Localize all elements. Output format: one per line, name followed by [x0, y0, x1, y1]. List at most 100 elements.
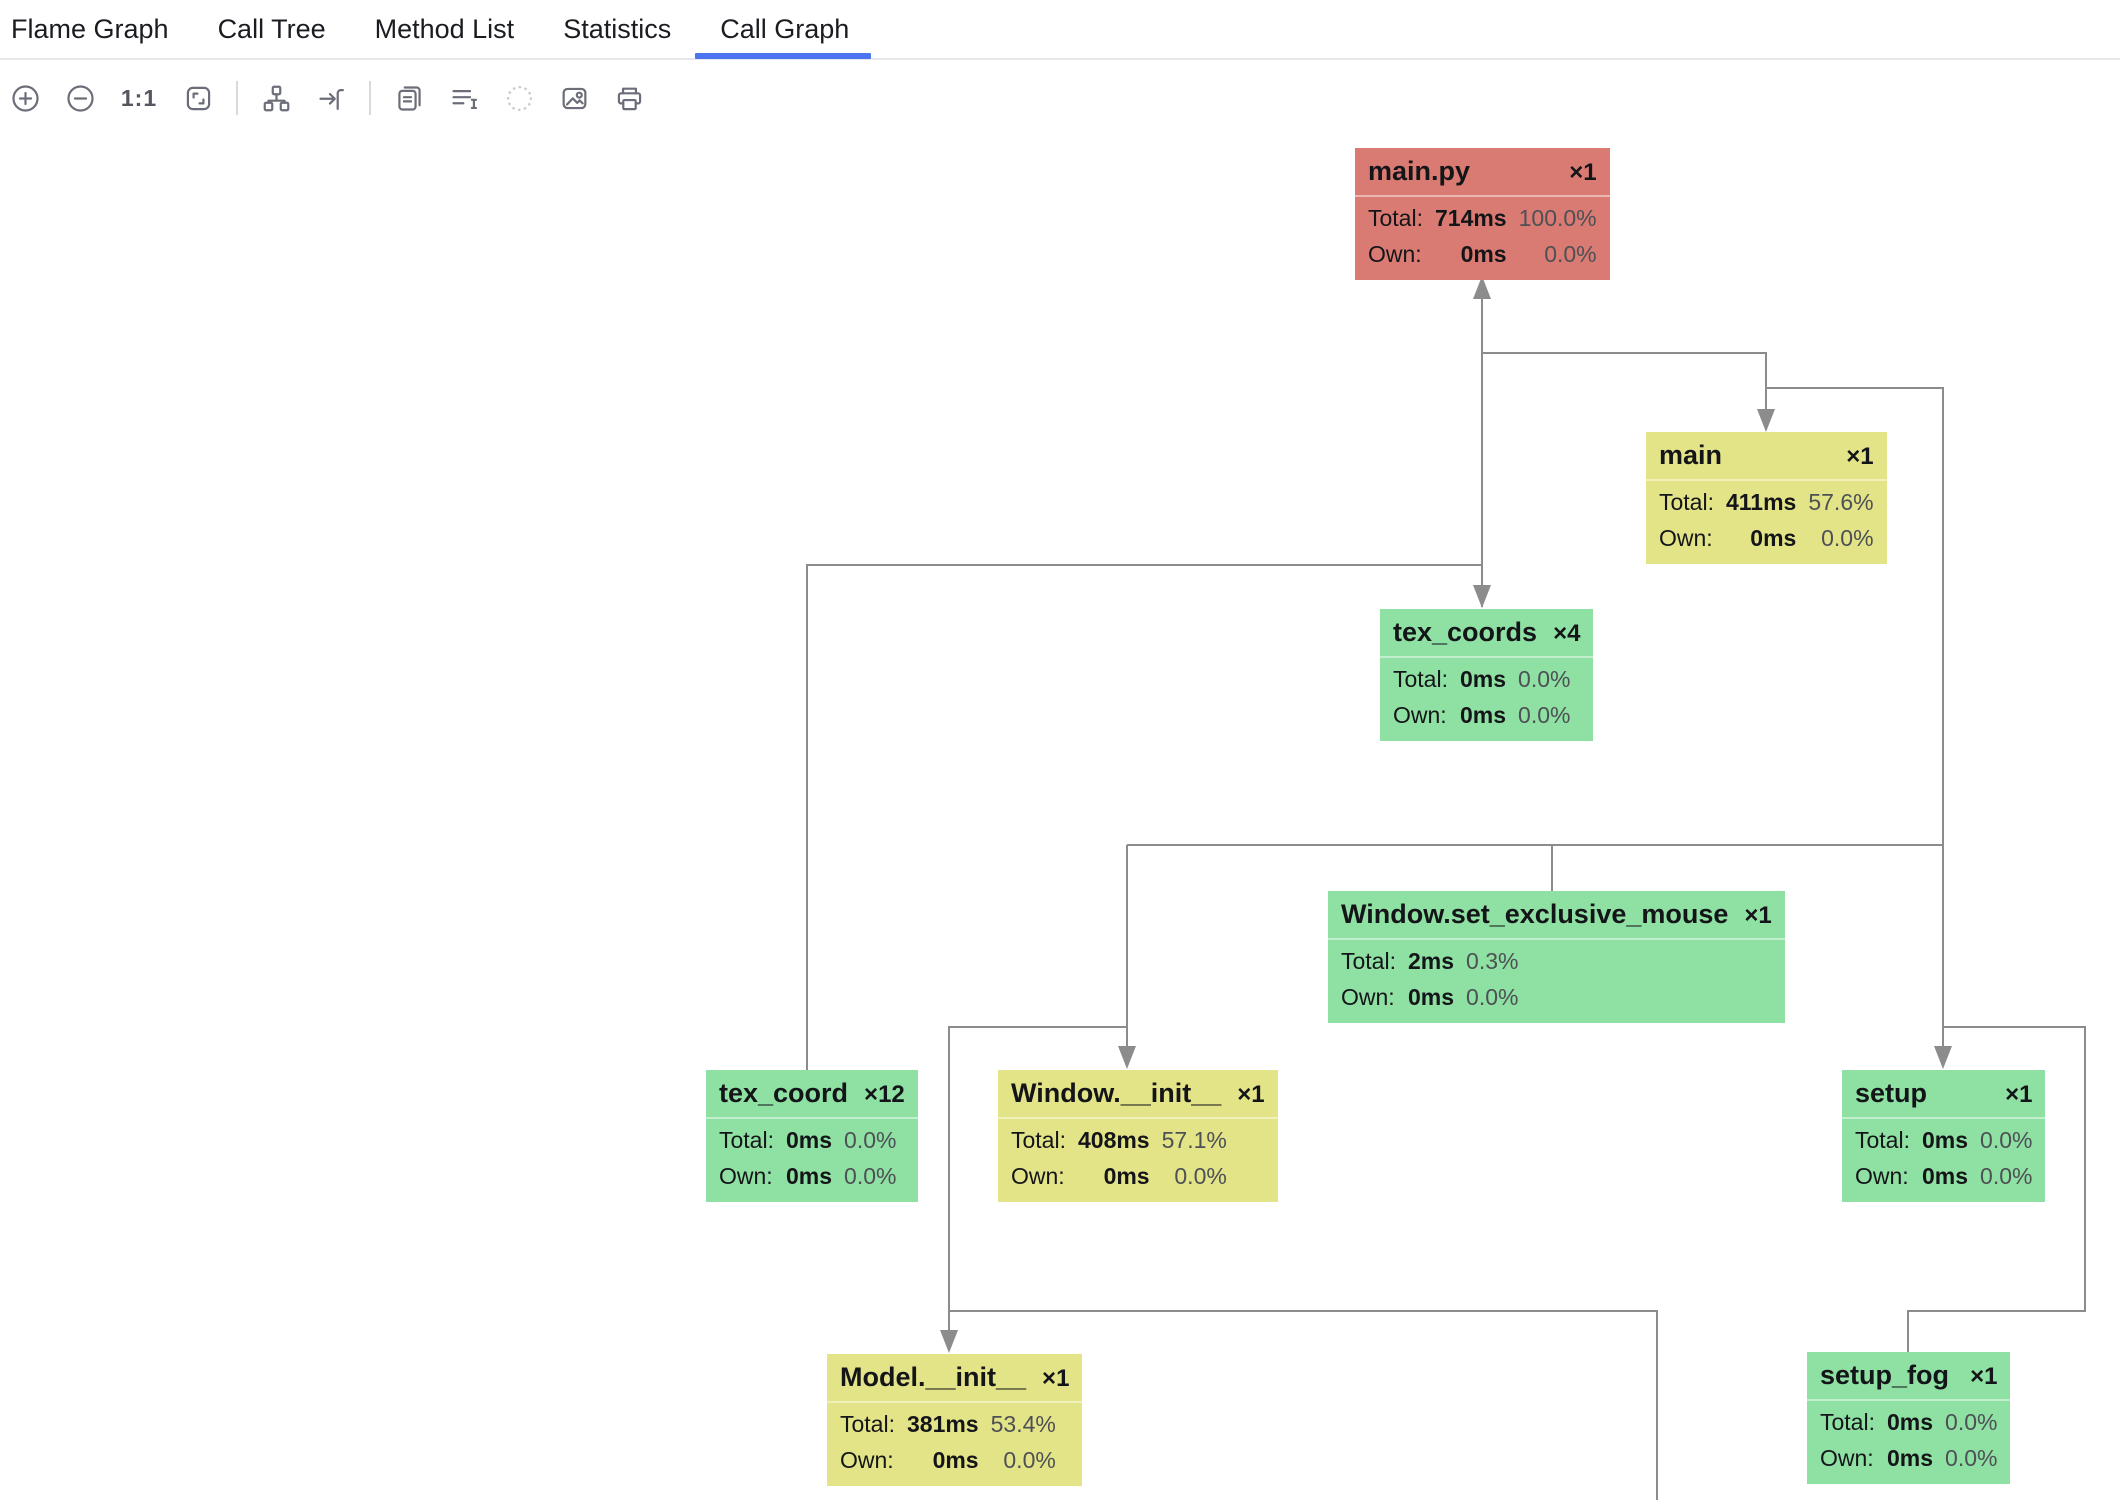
stat-label: Total:	[1820, 1409, 1875, 1435]
node-header: main.py ×1	[1355, 148, 1610, 197]
stat-percent: 0.0%	[1980, 1127, 2033, 1153]
graph-node-tex-coord[interactable]: tex_coord ×12 Total: 0ms 0.0% Own: 0ms 0…	[706, 1070, 918, 1202]
copy-diagram-icon	[397, 85, 421, 111]
zoom-in-icon	[11, 84, 39, 112]
node-call-count: ×1	[1744, 902, 1772, 929]
profiler-tab-bar: Flame Graph Call Tree Method List Statis…	[0, 0, 2120, 60]
stat-percent: 0.0%	[1544, 241, 1597, 267]
graph-node-window-set-exclusive-mouse[interactable]: Window.set_exclusive_mouse ×1 Total: 2ms…	[1328, 891, 1785, 1023]
stat-value: 0ms	[785, 1127, 833, 1153]
tab-call-tree[interactable]: Call Tree	[217, 13, 326, 44]
stat-percent: 0.0%	[1945, 1409, 1998, 1435]
node-name: Model.__init__	[840, 1362, 1027, 1392]
node-header: main ×1	[1646, 432, 1887, 481]
stat-percent: 0.0%	[1003, 1447, 1056, 1473]
toolbar-separator	[369, 81, 371, 115]
stat-label: Total:	[1011, 1127, 1066, 1153]
arrow-into-texcoords	[1473, 585, 1491, 608]
graph-node-setup[interactable]: setup ×1 Total: 0ms 0.0% Own: 0ms 0.0%	[1842, 1070, 2046, 1202]
zoom-in-button[interactable]	[8, 81, 42, 115]
graph-node-main[interactable]: main ×1 Total: 411ms 57.6% Own: 0ms 0.0%	[1646, 432, 1887, 564]
node-stats: Total: 0ms 0.0% Own: 0ms 0.0%	[1807, 1401, 2010, 1484]
export-image-button[interactable]	[557, 81, 591, 115]
toolbar-separator	[236, 81, 238, 115]
node-name: main.py	[1368, 156, 1471, 186]
stat-label: Own:	[1820, 1445, 1874, 1471]
stat-percent: 0.0%	[1980, 1163, 2033, 1189]
copy-diagram-button[interactable]	[392, 81, 426, 115]
arrow-into-setup	[1934, 1046, 1952, 1069]
tab-call-graph[interactable]: Call Graph	[695, 0, 872, 59]
edge-branch-to-main	[1482, 352, 1767, 430]
edge-setup-branch	[1907, 1026, 2086, 1353]
stat-percent: 0.0%	[1821, 525, 1874, 551]
sort-list-button[interactable]	[447, 81, 481, 115]
graph-node-main-py[interactable]: main.py ×1 Total: 714ms 100.0% Own: 0ms …	[1355, 148, 1610, 280]
node-stats: Total: 411ms 57.6% Own: 0ms 0.0%	[1646, 481, 1887, 564]
arrow-into-main	[1757, 409, 1775, 432]
node-stats: Total: 0ms 0.0% Own: 0ms 0.0%	[706, 1119, 909, 1202]
fit-content-icon	[186, 86, 210, 110]
edge-branch-right	[1766, 387, 1944, 1066]
stat-value: 0ms	[1103, 1163, 1150, 1189]
dotted-circle-icon	[502, 81, 536, 115]
stat-value: 0ms	[1407, 984, 1455, 1010]
jump-to-element-button[interactable]	[314, 81, 348, 115]
arrow-into-window-init	[1118, 1046, 1136, 1069]
edge-track-bottom	[949, 1310, 1658, 1500]
stat-value: 0ms	[1459, 666, 1507, 692]
stat-value: 0ms	[1921, 1163, 1969, 1189]
stat-percent: 53.4%	[990, 1411, 1056, 1437]
layout-hierarchy-icon	[263, 85, 289, 111]
node-name: tex_coords	[1393, 617, 1538, 647]
node-stats: Total: 381ms 53.4% Own: 0ms 0.0%	[827, 1403, 1069, 1486]
fit-content-button[interactable]	[181, 81, 215, 115]
stat-label: Total:	[1393, 666, 1448, 692]
stat-label: Own:	[1659, 525, 1713, 551]
stat-percent: 0.0%	[844, 1163, 897, 1189]
stat-percent: 0.3%	[1466, 948, 1519, 974]
jump-to-element-icon	[318, 88, 344, 110]
node-header: setup_fog ×1	[1807, 1352, 2011, 1401]
graph-node-tex-coords[interactable]: tex_coords ×4 Total: 0ms 0.0% Own: 0ms 0…	[1380, 609, 1594, 741]
node-call-count: ×1	[1237, 1081, 1265, 1108]
arrow-into-model-init	[940, 1330, 958, 1353]
node-header: tex_coords ×4	[1380, 609, 1594, 658]
stat-percent: 0.0%	[1174, 1163, 1227, 1189]
graph-toolbar: 1:1	[0, 62, 646, 134]
node-stats: Total: 0ms 0.0% Own: 0ms 0.0%	[1842, 1119, 2045, 1202]
stat-value: 2ms	[1407, 948, 1455, 974]
node-call-count: ×1	[1970, 1363, 1998, 1390]
graph-node-window-init[interactable]: Window.__init__ ×1 Total: 408ms 57.1% Ow…	[998, 1070, 1278, 1202]
node-header: tex_coord ×12	[706, 1070, 918, 1119]
node-name: Window.__init__	[1011, 1078, 1222, 1108]
stat-percent: 57.1%	[1161, 1127, 1227, 1153]
node-name: Window.set_exclusive_mouse	[1341, 899, 1729, 929]
actual-size-button[interactable]: 1:1	[118, 81, 160, 115]
tab-flame-graph[interactable]: Flame Graph	[11, 13, 169, 44]
stat-label: Own:	[719, 1163, 773, 1189]
tab-statistics[interactable]: Statistics	[563, 13, 672, 44]
node-header: setup ×1	[1842, 1070, 2046, 1119]
layout-hierarchy-button[interactable]	[259, 81, 293, 115]
graph-node-model-init[interactable]: Model.__init__ ×1 Total: 381ms 53.4% Own…	[827, 1354, 1083, 1486]
tab-method-list[interactable]: Method List	[374, 13, 515, 44]
node-call-count: ×1	[1042, 1365, 1070, 1392]
export-image-icon	[562, 87, 586, 109]
print-button[interactable]	[612, 81, 646, 115]
graph-node-setup-fog[interactable]: setup_fog ×1 Total: 0ms 0.0% Own: 0ms 0.…	[1807, 1352, 2011, 1484]
stat-value: 0ms	[1459, 702, 1507, 728]
zoom-level-label: 1:1	[120, 84, 158, 111]
stat-label: Own:	[1855, 1163, 1909, 1189]
node-stats: Total: 0ms 0.0% Own: 0ms 0.0%	[1380, 658, 1583, 741]
stat-label: Own:	[1393, 702, 1447, 728]
stat-value: 381ms	[906, 1411, 979, 1437]
stat-label: Total:	[840, 1411, 895, 1437]
zoom-out-button[interactable]	[63, 81, 97, 115]
stat-percent: 57.6%	[1808, 489, 1874, 515]
stat-label: Total:	[1341, 948, 1396, 974]
node-call-count: ×1	[2005, 1081, 2033, 1108]
node-name: main	[1659, 440, 1723, 470]
node-name: setup	[1855, 1078, 1928, 1108]
